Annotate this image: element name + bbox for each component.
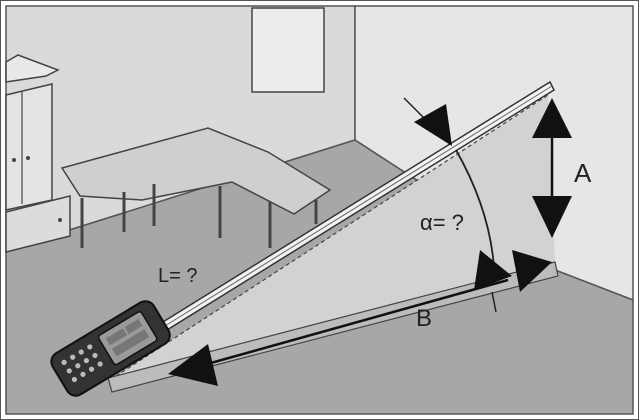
desk-top <box>60 127 332 215</box>
triangle-hypotenuse-line <box>109 94 549 381</box>
low-cabinet <box>5 195 71 253</box>
angle-arc <box>455 149 495 269</box>
angle-arrow-bottom <box>474 250 512 290</box>
wall-shelf <box>5 54 60 83</box>
height-label: A <box>574 158 592 188</box>
cabinet-knob <box>26 156 30 160</box>
length-label: L= ? <box>158 265 198 287</box>
cabinet-knob <box>12 158 16 162</box>
base-label: B <box>416 305 433 332</box>
wall-picture <box>251 7 325 93</box>
angle-label: α= ? <box>420 210 464 235</box>
laser-distance-meter-icon <box>50 300 171 397</box>
height-arrow-top <box>532 98 572 138</box>
measurement-triangle <box>110 95 555 380</box>
base-arrow-right <box>512 250 552 292</box>
height-arrow-bottom <box>532 196 572 238</box>
base-arrow-left <box>168 344 218 386</box>
measuring-rod-edge <box>151 85 553 335</box>
cabinet <box>5 83 53 211</box>
desk-legs <box>80 184 318 248</box>
cabinet-knob <box>58 218 62 222</box>
angle-tick-bottom <box>491 291 497 313</box>
base-dimension-line <box>199 278 509 368</box>
angle-arrow-top <box>414 104 452 146</box>
